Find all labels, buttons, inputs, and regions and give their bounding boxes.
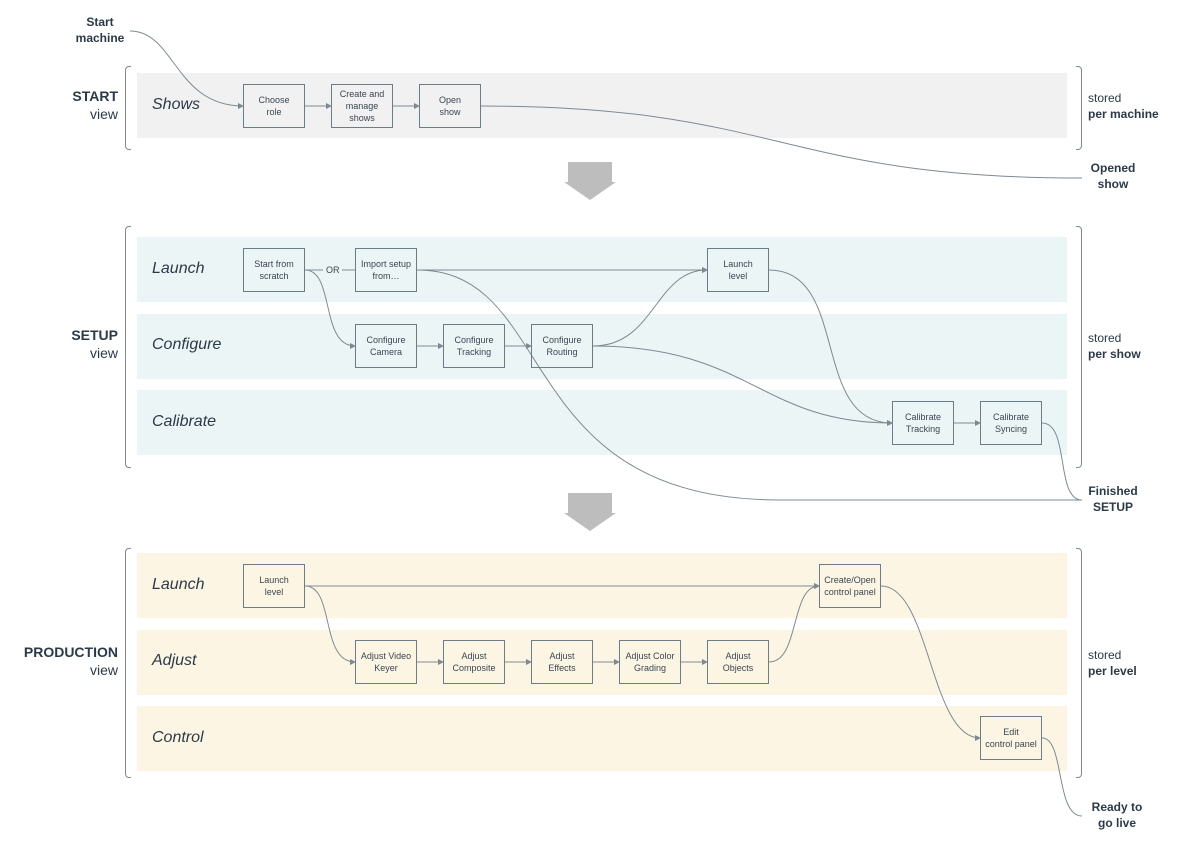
node-calibrate-tracking[interactable]: Calibrate Tracking — [892, 401, 954, 445]
node-edit-control-panel[interactable]: Edit control panel — [980, 716, 1042, 760]
view-title-production: PRODUCTION view — [24, 644, 118, 678]
node-configure-camera[interactable]: Configure Camera — [355, 324, 417, 368]
node-configure-tracking[interactable]: Configure Tracking — [443, 324, 505, 368]
lane-adjust — [137, 630, 1067, 695]
node-adjust-effects[interactable]: Adjust Effects — [531, 640, 593, 684]
node-choose-role[interactable]: Choose role — [243, 84, 305, 128]
lane-label-calibrate: Calibrate — [152, 413, 217, 430]
view-sub-start: view — [89, 106, 118, 122]
view-name-production: PRODUCTION — [23, 644, 118, 660]
connector-import-to-finished — [416, 269, 1082, 501]
view-sub-production: view — [89, 662, 118, 678]
node-adjust-composite[interactable]: Adjust Composite — [443, 640, 505, 684]
down-arrow-icon — [564, 162, 616, 200]
stored-per-show: stored per show — [1088, 330, 1141, 362]
lane-label-shows: Shows — [152, 96, 201, 113]
stored-scope: per level — [1088, 664, 1137, 678]
view-sub-setup: view — [89, 345, 118, 361]
bracket-right-start — [1076, 66, 1082, 150]
lane-label-adjust: Adjust — [152, 652, 197, 669]
lane-control — [137, 706, 1067, 771]
bracket-right-setup — [1076, 226, 1082, 468]
view-title-setup: SETUP view — [71, 327, 118, 361]
stored-label: stored — [1088, 91, 1122, 105]
ready-to-go-live-label: Ready to go live — [1091, 800, 1143, 830]
node-configure-routing[interactable]: Configure Routing — [531, 324, 593, 368]
lane-label-control: Control — [152, 729, 204, 746]
stored-scope: per show — [1088, 347, 1141, 361]
bracket-left-production — [125, 548, 131, 778]
down-arrow-icon — [564, 493, 616, 531]
node-launch-level-setup[interactable]: Launch level — [707, 248, 769, 292]
bracket-left-setup — [125, 226, 131, 468]
node-adjust-color-grading[interactable]: Adjust Color Grading — [619, 640, 681, 684]
view-name-start: START — [72, 88, 118, 104]
lane-configure — [137, 314, 1067, 379]
node-launch-level-production[interactable]: Launch level — [243, 564, 305, 608]
view-title-start: START view — [72, 88, 118, 122]
node-create-manage-shows[interactable]: Create and manage shows — [331, 84, 393, 128]
node-open-show[interactable]: Open show — [419, 84, 481, 128]
or-label: OR — [326, 265, 340, 275]
lane-label-setup-launch: Launch — [152, 260, 205, 277]
node-create-open-control-panel[interactable]: Create/Open control panel — [819, 564, 881, 608]
stored-label: stored — [1088, 331, 1122, 345]
lane-label-production-launch: Launch — [152, 576, 205, 593]
stored-scope: per machine — [1088, 107, 1159, 121]
node-calibrate-syncing[interactable]: Calibrate Syncing — [980, 401, 1042, 445]
node-adjust-video-keyer[interactable]: Adjust Video Keyer — [355, 640, 417, 684]
lane-label-configure: Configure — [152, 336, 222, 353]
node-adjust-objects[interactable]: Adjust Objects — [707, 640, 769, 684]
node-import-setup[interactable]: Import setup from… — [355, 248, 417, 292]
bracket-left-start — [125, 66, 131, 150]
stored-label: stored — [1088, 648, 1122, 662]
start-machine-label: Start machine — [75, 15, 125, 45]
finished-setup-label: Finished SETUP — [1088, 484, 1138, 514]
bracket-right-production — [1076, 548, 1082, 778]
stored-per-level: stored per level — [1088, 647, 1137, 679]
view-name-setup: SETUP — [71, 327, 118, 343]
opened-show-label: Opened show — [1090, 161, 1136, 191]
stored-per-machine: stored per machine — [1088, 90, 1159, 122]
node-start-from-scratch[interactable]: Start from scratch — [243, 248, 305, 292]
